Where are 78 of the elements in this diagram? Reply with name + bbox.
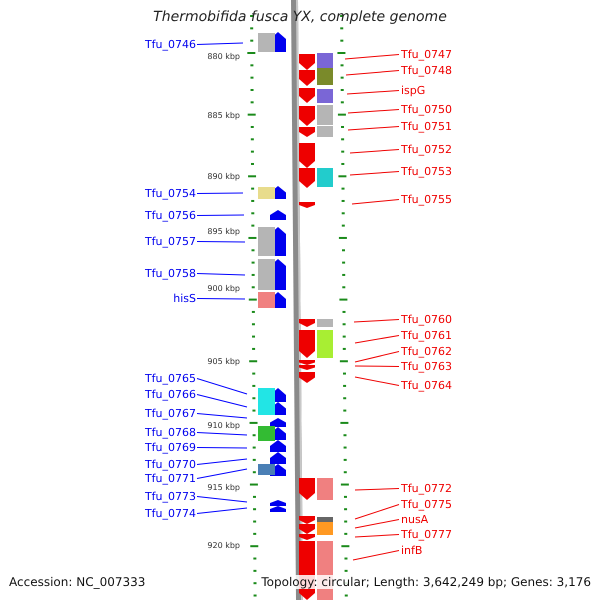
leader-line <box>354 366 400 367</box>
leader-line <box>196 447 248 448</box>
leader-line <box>354 335 400 344</box>
leader-line <box>354 319 400 322</box>
gene-label: Tfu_0755 <box>401 193 452 206</box>
leader-line <box>196 458 248 465</box>
scale-label: 885 kbp <box>207 111 240 121</box>
gene-label: Tfu_0773 <box>144 490 196 503</box>
leader-line <box>352 199 400 204</box>
gene-label: Tfu_0758 <box>144 267 196 280</box>
leader-line <box>348 109 400 114</box>
gene-label: Tfu_0770 <box>144 458 196 471</box>
leader-line <box>196 508 248 514</box>
leader-line <box>196 42 244 45</box>
leader-line <box>354 504 400 520</box>
leader-line <box>348 126 400 130</box>
footer-text: Accession: NC_007333 <box>9 575 146 589</box>
gene-label: Tfu_0768 <box>144 426 196 439</box>
scale-label: 895 kbp <box>207 227 240 237</box>
diagram-title: Thermobifida fusca YX, complete genome <box>152 9 448 25</box>
leader-line <box>196 432 248 436</box>
leader-line <box>354 534 400 538</box>
gene-label: Tfu_0760 <box>401 313 452 326</box>
leader-line <box>346 70 400 76</box>
gene-label: Tfu_0754 <box>144 187 196 200</box>
gene-label: Tfu_0750 <box>401 103 452 116</box>
leader-line <box>354 488 400 490</box>
leader-line <box>196 496 248 502</box>
gene-label: Tfu_0763 <box>401 360 452 373</box>
gene-label: Tfu_0764 <box>401 379 452 392</box>
scale-label: 910 kbp <box>207 421 240 431</box>
leader-line <box>352 550 400 560</box>
leader-line <box>196 394 248 408</box>
gene-label: Tfu_0777 <box>401 528 452 541</box>
leader-line <box>346 90 400 94</box>
gene-label: Tfu_0772 <box>401 482 452 495</box>
gene-label: Tfu_0752 <box>401 143 452 156</box>
scale-label: 880 kbp <box>207 52 240 62</box>
gene-label: Tfu_0746 <box>144 38 196 51</box>
gene-label: Tfu_0769 <box>144 441 196 454</box>
leader-line <box>196 378 248 394</box>
gene-label: nusA <box>401 513 428 526</box>
scale-label: 890 kbp <box>207 172 240 182</box>
gene-label: Tfu_0767 <box>144 407 196 420</box>
leader-line <box>196 413 248 418</box>
gene-label: Tfu_0757 <box>144 235 196 248</box>
scale-label: 905 kbp <box>207 357 240 367</box>
gene-label: Tfu_0766 <box>144 388 196 401</box>
leader-line <box>196 192 244 194</box>
gene-label: Tfu_0753 <box>401 165 452 178</box>
leader-line <box>196 273 246 276</box>
leader-line <box>354 351 400 362</box>
scale-label: 900 kbp <box>207 284 240 294</box>
leader-line <box>196 241 246 242</box>
gene-label: Tfu_0747 <box>401 48 452 61</box>
leader-line <box>196 298 246 300</box>
gene-label: Tfu_0756 <box>144 209 196 222</box>
leader-line <box>344 54 400 60</box>
gene-label: Tfu_0762 <box>401 345 452 358</box>
leader-line <box>354 376 400 386</box>
gene-label: Tfu_0774 <box>144 507 196 520</box>
gene-label: Tfu_0748 <box>401 64 452 77</box>
gene-label: Tfu_0771 <box>144 472 196 485</box>
leader-line <box>196 214 244 216</box>
gene-label: Tfu_0761 <box>401 329 452 342</box>
gene-label: Tfu_0765 <box>144 372 196 385</box>
gene-label: Tfu_0751 <box>401 120 452 133</box>
gene-label: ispG <box>401 84 426 97</box>
scale-label: 920 kbp <box>207 541 240 551</box>
leader-line <box>196 468 248 479</box>
leader-line <box>350 149 400 154</box>
scale-label: 915 kbp <box>207 483 240 493</box>
gene-label: hisS <box>173 292 196 305</box>
leader-line <box>350 171 400 176</box>
gene-label: infB <box>401 544 422 557</box>
gene-label: Tfu_0775 <box>401 498 452 511</box>
footer-text: Topology: circular; Length: 3,642,249 bp; Genes: 3,176 <box>261 575 591 589</box>
leader-line <box>354 519 400 528</box>
